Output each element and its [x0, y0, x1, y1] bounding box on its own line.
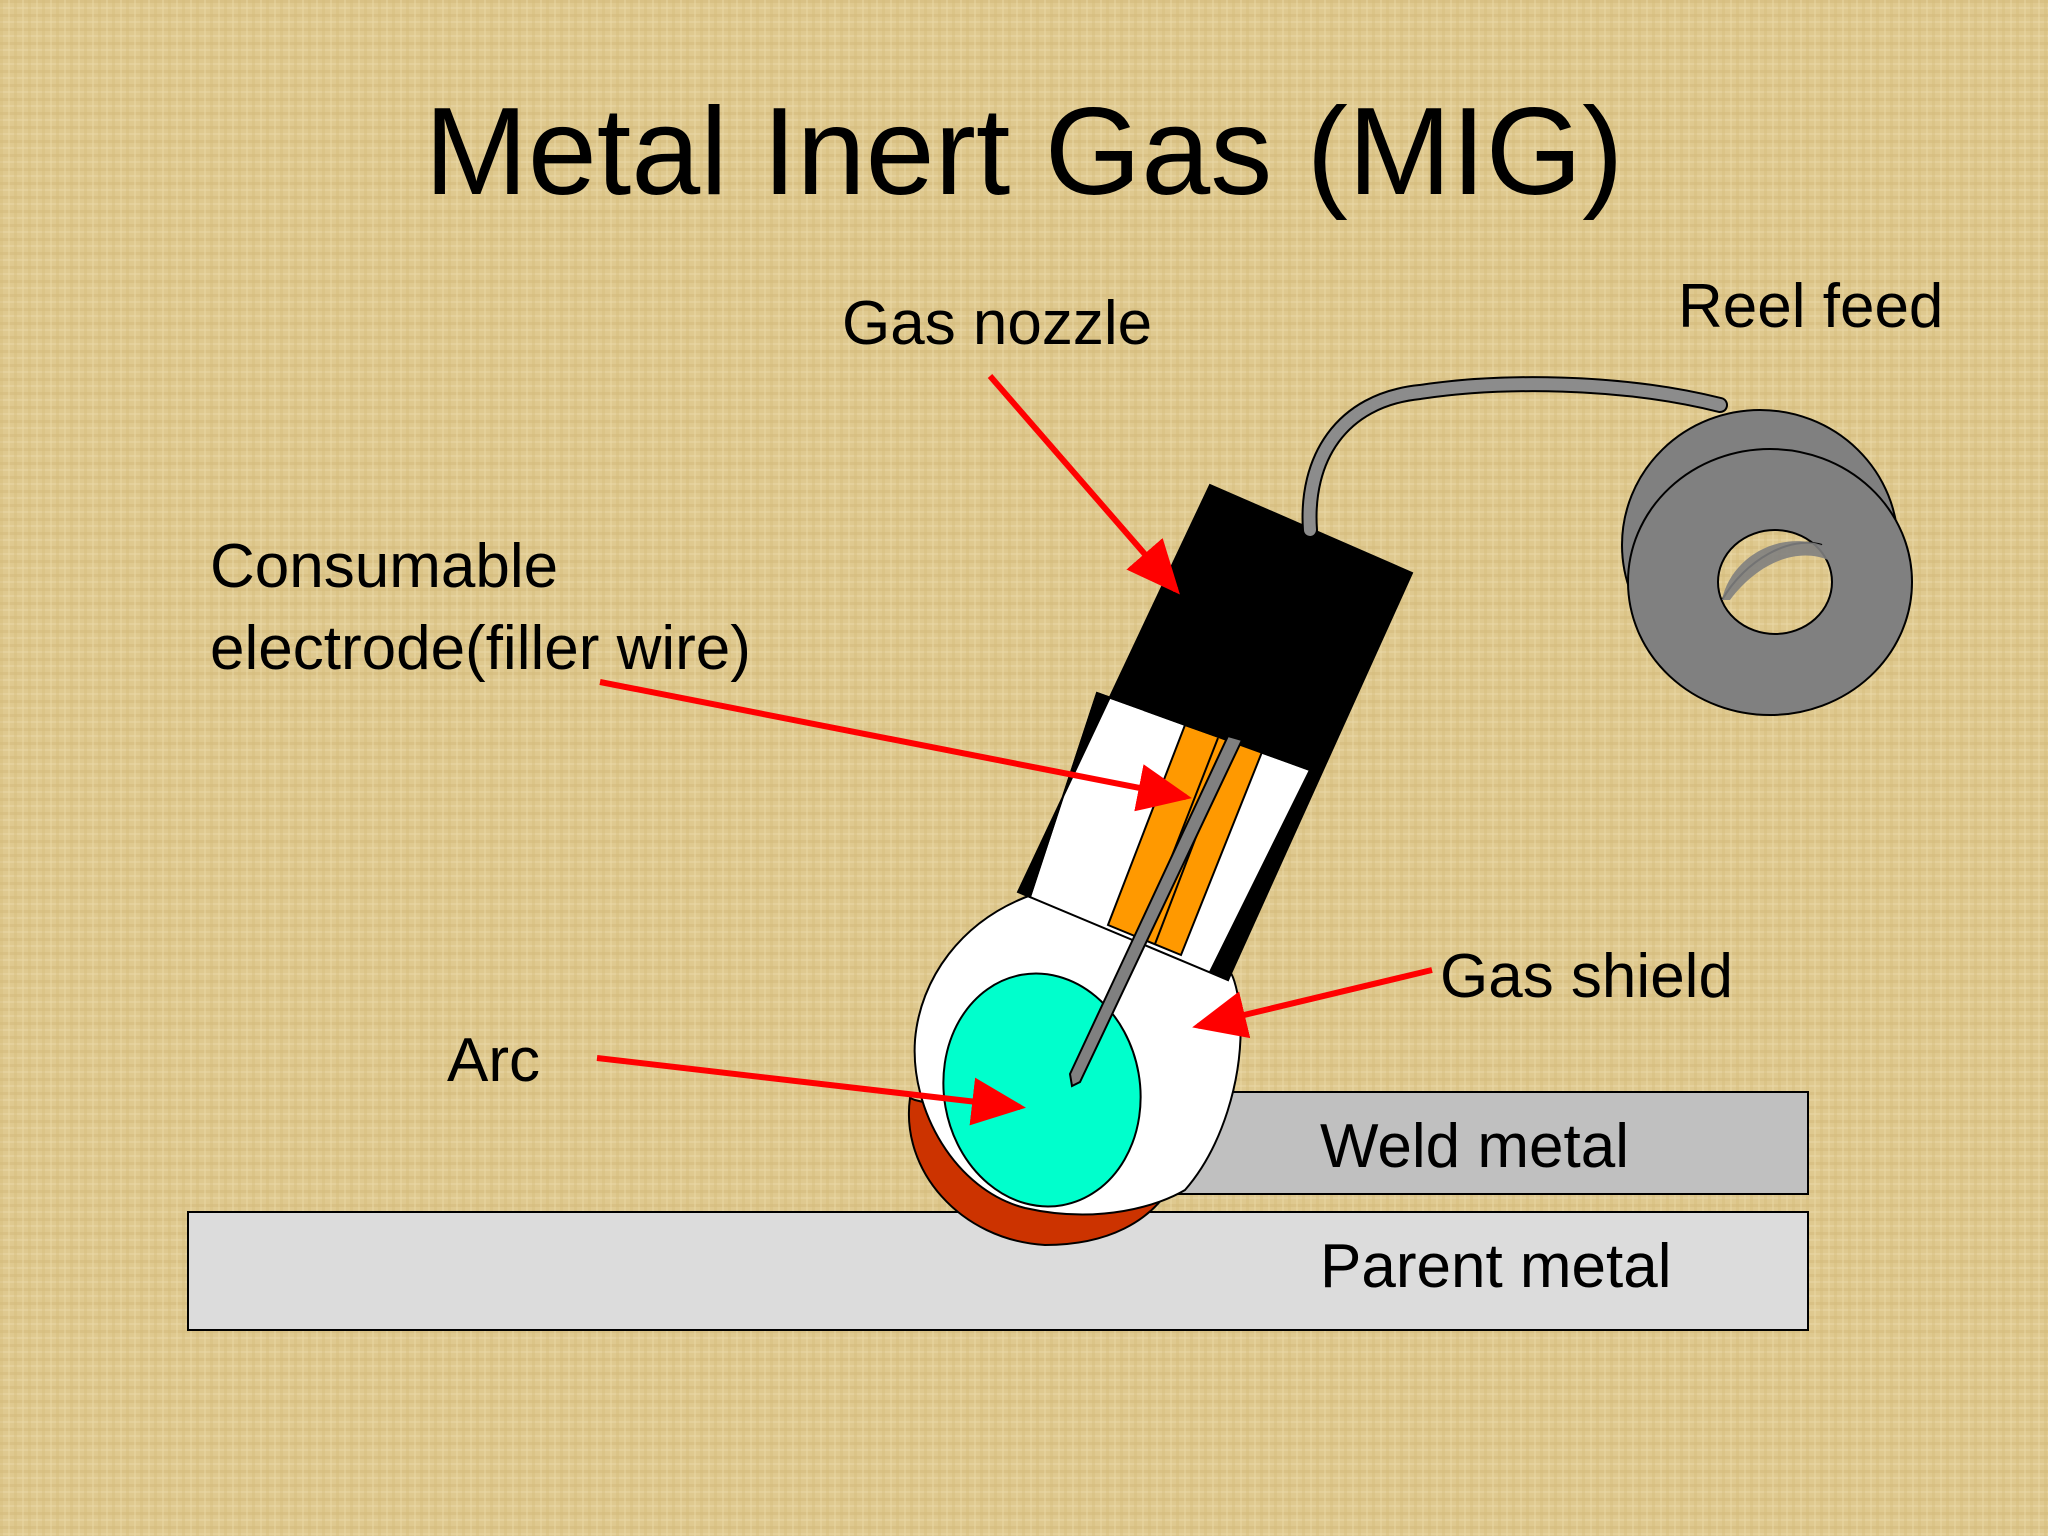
- reel-spool-icon: [1621, 409, 1913, 716]
- gas-nozzle: [1016, 483, 1414, 982]
- arrow-arc: [596, 1055, 1026, 1126]
- label-arc: Arc: [447, 1026, 540, 1095]
- filler-wire: [1068, 734, 1244, 1088]
- label-electrode-line-2: electrode(filler wire): [210, 613, 751, 683]
- arrow-gas-shield: [1192, 967, 1433, 1039]
- label-parent-metal: Parent metal: [1320, 1232, 1672, 1301]
- arrow-electrode: [599, 679, 1192, 812]
- label-electrode-line-1: Consumable: [210, 532, 559, 601]
- arrow-gas-nozzle: [987, 374, 1180, 595]
- label-gas-nozzle: Gas nozzle: [842, 289, 1153, 358]
- label-weld-metal: Weld metal: [1320, 1112, 1629, 1181]
- label-reel-feed: Reel feed: [1678, 272, 1944, 341]
- label-consumable-electrode: Consumable electrode(filler wire): [210, 526, 751, 690]
- weld-metal-layer: [1167, 1091, 1809, 1195]
- slide-title: Metal Inert Gas (MIG): [424, 83, 1624, 221]
- label-gas-shield: Gas shield: [1440, 942, 1733, 1011]
